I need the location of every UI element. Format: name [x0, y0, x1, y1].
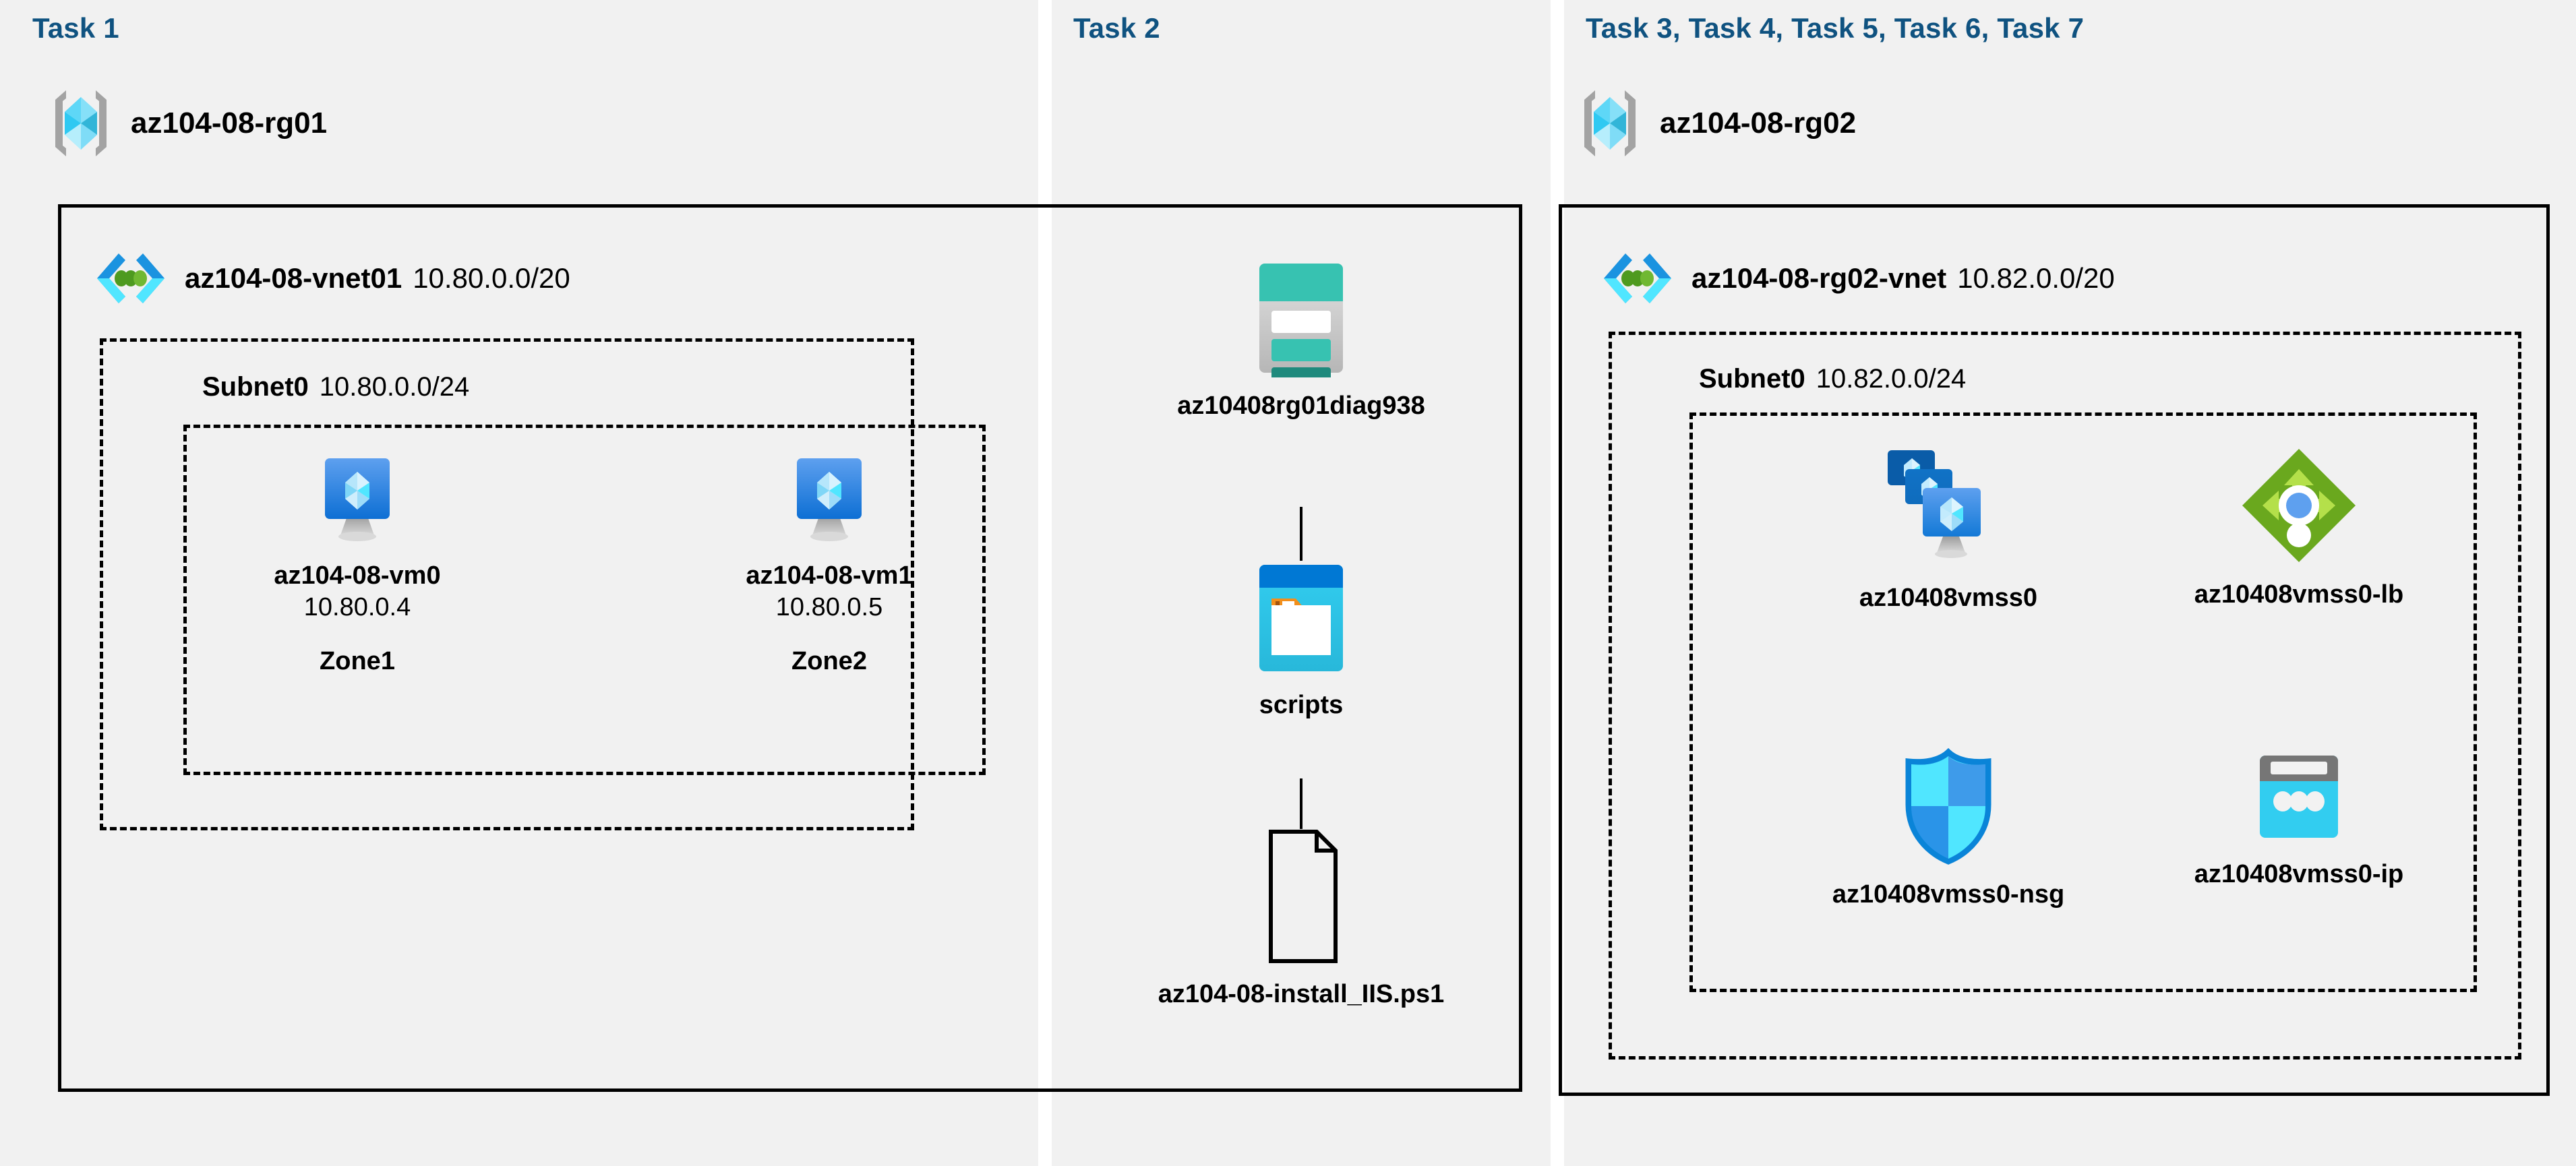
network-security-group-icon [1898, 748, 1999, 866]
vm-scale-set-icon [1881, 445, 2016, 570]
task1-subnet-label: Subnet0 10.80.0.0/24 [202, 372, 469, 402]
script-file-node: az104-08-install_IIS.ps1 [1085, 828, 1517, 1010]
vnet-cidr: 10.82.0.0/20 [1957, 262, 2115, 294]
vm-ip: 10.80.0.4 [303, 592, 411, 621]
public-ip-address-name: az10408vmss0-ip [2194, 860, 2404, 888]
resource-group-icon [1578, 86, 1642, 160]
task1-vnet-box [58, 204, 1522, 1092]
task2-title: Task 2 [1073, 12, 1160, 44]
storage-account-name: az10408rg01diag938 [1177, 392, 1425, 420]
vm-name: az104-08-vm1 [746, 561, 913, 590]
task3to7-resources-box [1689, 412, 2477, 992]
load-balancer-name: az10408vmss0-lb [2194, 580, 2404, 609]
task1-subnet-box [100, 338, 914, 830]
vm-scale-set-name: az10408vmss0 [1859, 584, 2038, 612]
task3to7-vnet-header: az104-08-rg02-vnet 10.82.0.0/20 [1601, 248, 2115, 309]
task1-panel [0, 0, 1038, 1166]
network-security-group-name: az10408vmss0-nsg [1832, 880, 2065, 909]
task3to7-panel [1564, 0, 2576, 1166]
vnet-name: az104-08-vnet01 [185, 262, 402, 294]
vm-ip: 10.80.0.5 [775, 592, 883, 621]
vm-scale-set-node: az10408vmss0 [1807, 445, 2090, 613]
task3to7-resource-group: az104-08-rg02 [1578, 86, 1856, 160]
task3to7-title: Task 3, Task 4, Task 5, Task 6, Task 7 [1586, 12, 2085, 44]
blob-container-node: scripts [1085, 561, 1517, 720]
virtual-machine-icon [310, 453, 405, 547]
load-balancer-node: az10408vmss0-lb [2157, 445, 2440, 610]
task1-zone-box [183, 425, 986, 775]
resource-group-icon [49, 86, 113, 160]
resource-group-name: az104-08-rg01 [131, 106, 328, 140]
subnet-cidr: 10.80.0.0/24 [319, 372, 470, 402]
storage-account-node: az10408rg01diag938 [1085, 259, 1517, 421]
vm-zone: Zone1 [320, 647, 395, 676]
virtual-machine-icon [782, 453, 876, 547]
load-balancer-icon [2238, 445, 2360, 566]
subnet-name: Subnet0 [202, 372, 309, 402]
virtual-network-icon [1601, 248, 1674, 309]
public-ip-address-node: az10408vmss0-ip [2157, 751, 2440, 890]
subnet-name: Subnet0 [1699, 364, 1805, 394]
vm-node-0: az104-08-vm0 10.80.0.4 Zone1 [243, 453, 472, 676]
script-file-name: az104-08-install_IIS.ps1 [1158, 980, 1445, 1008]
blob-container-name: scripts [1259, 691, 1344, 719]
resource-group-name: az104-08-rg02 [1660, 106, 1857, 140]
script-file-icon [1251, 828, 1352, 966]
task1-title: Task 1 [32, 12, 119, 44]
task3to7-vnet-box [1559, 204, 2550, 1096]
vm-zone: Zone2 [791, 647, 867, 676]
task3to7-subnet-label: Subnet0 10.82.0.0/24 [1699, 364, 1966, 394]
public-ip-address-icon [2248, 751, 2349, 846]
vnet-cidr: 10.80.0.0/20 [413, 262, 570, 294]
task1-resource-group: az104-08-rg01 [49, 86, 327, 160]
task3to7-subnet-box [1609, 332, 2521, 1060]
storage-account-icon [1234, 259, 1369, 377]
subnet-cidr: 10.82.0.0/24 [1816, 364, 1967, 394]
virtual-network-icon [94, 248, 167, 309]
vm-node-1: az104-08-vm1 10.80.0.5 Zone2 [715, 453, 944, 676]
network-security-group-node: az10408vmss0-nsg [1807, 748, 2090, 910]
task1-vnet-header: az104-08-vnet01 10.80.0.0/20 [94, 248, 570, 309]
vm-name: az104-08-vm0 [274, 561, 441, 590]
blob-container-icon [1240, 561, 1362, 677]
connector-storage-to-container [1300, 507, 1302, 561]
connector-container-to-script [1300, 778, 1302, 829]
vnet-name: az104-08-rg02-vnet [1691, 262, 1947, 294]
